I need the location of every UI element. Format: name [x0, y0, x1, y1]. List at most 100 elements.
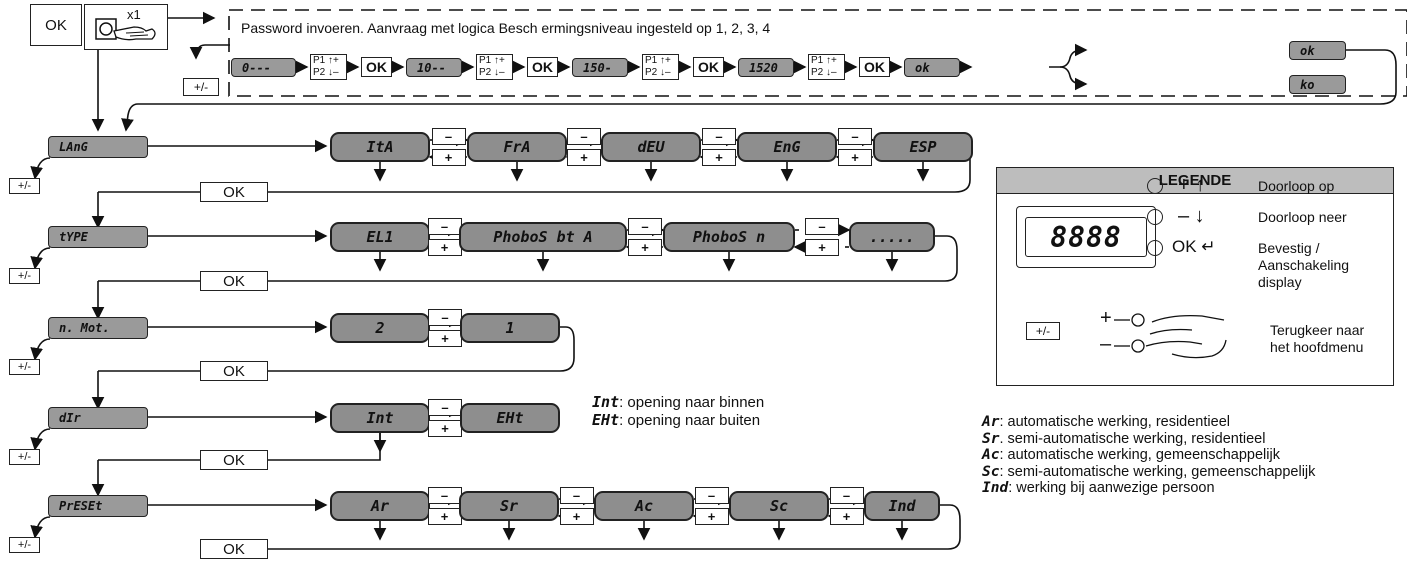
plus-button-0-2[interactable]: +	[702, 149, 736, 166]
back-button-password[interactable]: +/-	[183, 78, 219, 96]
option-4-4[interactable]: Ind	[864, 491, 940, 521]
password-display-2: 10--	[406, 58, 462, 77]
option-2-1[interactable]: 1	[460, 313, 560, 343]
legend-key-ok	[1147, 240, 1163, 256]
plus-button-1-2[interactable]: +	[805, 239, 839, 256]
legend-panel: LEGENDE	[996, 167, 1394, 386]
legend-symbol-up: + ↑	[1178, 174, 1206, 196]
plus-button-4-2[interactable]: +	[694, 508, 729, 525]
legend-title: LEGENDE	[997, 168, 1393, 194]
ok-button-dir[interactable]: OK	[200, 450, 268, 470]
menu-preset[interactable]: PrESEt	[48, 495, 148, 517]
minus-button-2-0[interactable]: –	[428, 309, 462, 326]
dir-note-eht: EHt: opening naar buiten	[592, 411, 761, 429]
legend-display-digits: 8888	[1050, 220, 1122, 254]
plus-button-0-3[interactable]: +	[838, 149, 872, 166]
ok-button-n-mot[interactable]: OK	[200, 361, 268, 381]
result-ko-display: ko	[1289, 75, 1346, 94]
password-display-3: 150-	[572, 58, 628, 77]
dir-note-int: Int: opening naar binnen	[592, 393, 765, 411]
legend-text-down: Doorloop neer	[1258, 209, 1347, 225]
minus-button-1-2[interactable]: –	[805, 218, 839, 235]
minus-button-0-2[interactable]: –	[702, 128, 736, 145]
option-4-0[interactable]: Ar	[330, 491, 430, 521]
option-1-3[interactable]: .....	[849, 222, 935, 252]
password-display-1: 0---	[231, 58, 296, 77]
p1-p2-keys-3[interactable]: P1 ↑+P2 ↓–	[642, 54, 679, 80]
legend-text-ok: Bevestig / Aanschakeling display	[1258, 240, 1350, 290]
p1-p2-keys-4[interactable]: P1 ↑+P2 ↓–	[808, 54, 845, 80]
press-key-icon	[95, 18, 156, 41]
menu-n-mot[interactable]: n. Mot.	[48, 317, 148, 339]
minus-button-0-0[interactable]: –	[431, 128, 466, 145]
menu-dir[interactable]: dIr	[48, 407, 148, 429]
ok-step-2[interactable]: OK	[527, 57, 558, 77]
ok-button-preset[interactable]: OK	[200, 539, 268, 559]
minus-button-0-1[interactable]: –	[567, 128, 601, 145]
ok-step-1[interactable]: OK	[361, 57, 392, 77]
hand-pointer-icon	[1114, 313, 1227, 359]
option-3-1[interactable]: EHt	[460, 403, 560, 433]
ok-step-4[interactable]: OK	[859, 57, 890, 77]
back-button-type[interactable]: +/-	[9, 268, 40, 284]
preset-note-ar: Ar: automatische werking, residentieel	[982, 414, 1230, 430]
minus-button-4-0[interactable]: –	[427, 487, 462, 504]
x1-label: x1	[127, 7, 141, 22]
minus-button-1-1[interactable]: –	[628, 218, 662, 235]
minus-button-1-0[interactable]: –	[427, 218, 462, 235]
minus-button-3-0[interactable]: –	[428, 399, 462, 416]
legend-back-minus: –	[1100, 333, 1112, 355]
preset-note-ind: Ind: werking bij aanwezige persoon	[982, 480, 1215, 496]
password-title: Password invoeren. Aanvraag met logica B…	[241, 20, 771, 36]
ok-button-type[interactable]: OK	[200, 271, 268, 291]
ok-step-3[interactable]: OK	[693, 57, 724, 77]
ok-button-lang[interactable]: OK	[200, 182, 268, 202]
option-4-1[interactable]: Sr	[459, 491, 559, 521]
option-4-2[interactable]: Ac	[594, 491, 694, 521]
option-4-3[interactable]: Sc	[729, 491, 829, 521]
plus-button-2-0[interactable]: +	[428, 330, 462, 347]
option-0-3[interactable]: EnG	[737, 132, 837, 162]
option-0-4[interactable]: ESP	[873, 132, 973, 162]
minus-button-4-2[interactable]: –	[694, 487, 729, 504]
legend-key-up	[1147, 178, 1163, 194]
menu-lang[interactable]: LAnG	[48, 136, 148, 158]
option-1-1[interactable]: PhoboS bt A	[459, 222, 627, 252]
minus-button-4-3[interactable]: –	[829, 487, 864, 504]
plus-button-4-1[interactable]: +	[559, 508, 594, 525]
legend-display: 8888	[1016, 206, 1156, 268]
plus-button-4-0[interactable]: +	[427, 508, 462, 525]
preset-note-sc: Sc: semi-automatische werking, gemeensch…	[982, 463, 1316, 480]
back-button-preset[interactable]: +/-	[9, 537, 40, 553]
legend-back-text: Terugkeer naar het hoofdmenu	[1270, 322, 1365, 355]
plus-button-0-1[interactable]: +	[567, 149, 601, 166]
back-button-n-mot[interactable]: +/-	[9, 359, 40, 375]
p1-p2-keys-1[interactable]: P1 ↑+P2 ↓–	[310, 54, 347, 80]
result-ok-display: ok	[1289, 41, 1346, 60]
minus-button-0-3[interactable]: –	[838, 128, 872, 145]
option-0-2[interactable]: dEU	[601, 132, 701, 162]
back-button-dir[interactable]: +/-	[9, 449, 40, 465]
legend-back-plus: +	[1100, 307, 1112, 329]
option-1-2[interactable]: PhoboS n	[663, 222, 795, 252]
option-2-0[interactable]: 2	[330, 313, 430, 343]
menu-type[interactable]: tYPE	[48, 226, 148, 248]
minus-button-4-1[interactable]: –	[559, 487, 594, 504]
back-button-lang[interactable]: +/-	[9, 178, 40, 194]
option-0-1[interactable]: FrA	[467, 132, 567, 162]
legend-symbol-down: – ↓	[1178, 205, 1205, 227]
password-display-5: ok	[904, 58, 960, 77]
plus-button-0-0[interactable]: +	[431, 149, 466, 166]
plus-button-1-0[interactable]: +	[427, 239, 462, 256]
p1-p2-keys-2[interactable]: P1 ↑+P2 ↓–	[476, 54, 513, 80]
preset-note-sr: Sr. semi-automatische werking, residenti…	[982, 430, 1266, 447]
plus-button-3-0[interactable]: +	[428, 420, 462, 437]
option-0-0[interactable]: ItA	[330, 132, 430, 162]
legend-key-down	[1147, 209, 1163, 225]
plus-button-1-1[interactable]: +	[628, 239, 662, 256]
option-1-0[interactable]: EL1	[330, 222, 430, 252]
plus-button-4-3[interactable]: +	[829, 508, 864, 525]
ok-button-header[interactable]: OK	[30, 4, 82, 46]
password-display-4: 1520	[738, 58, 794, 77]
option-3-0[interactable]: Int	[330, 403, 430, 433]
